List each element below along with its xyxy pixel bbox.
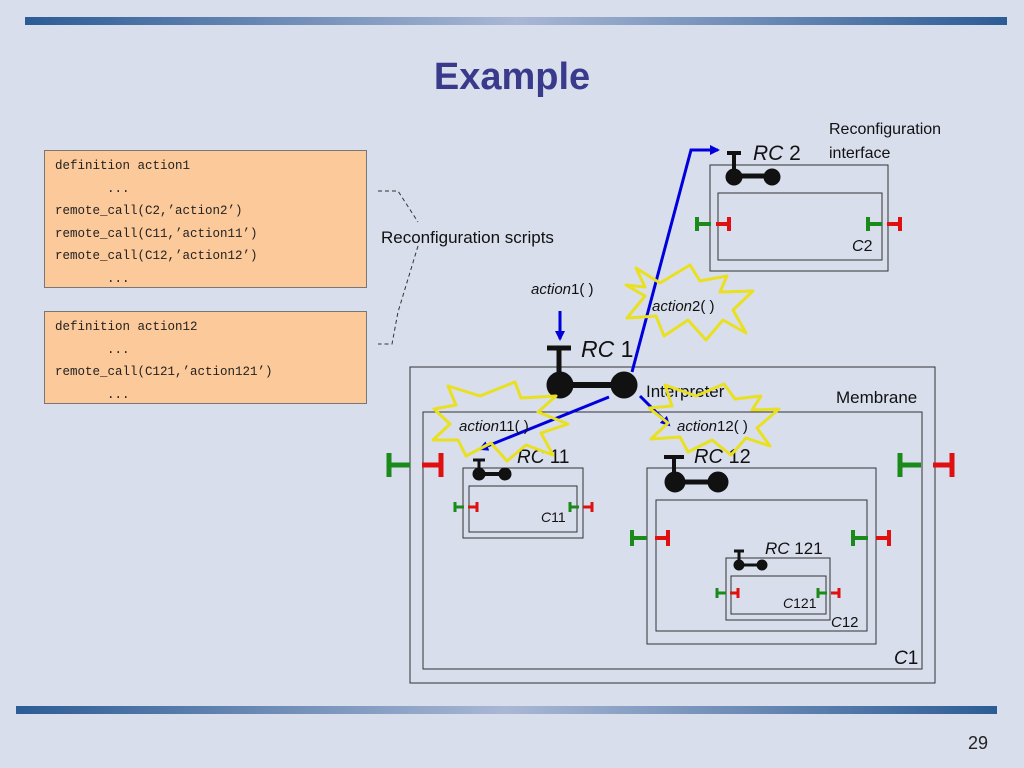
label-rc12: RC 12 bbox=[694, 446, 751, 468]
script-line: ... bbox=[107, 181, 130, 196]
label-c12: C12 bbox=[831, 614, 859, 631]
script-action12: definition action12 ... remote_call(C121… bbox=[44, 311, 367, 404]
component-c121-content bbox=[730, 575, 827, 615]
component-c2-membrane bbox=[709, 164, 889, 272]
burst-action11 bbox=[431, 380, 570, 463]
script-line: remote_call(C121,’action121’) bbox=[55, 365, 273, 379]
component-c11-membrane bbox=[462, 467, 584, 539]
c12-interface-right-icon bbox=[851, 530, 891, 546]
c11-interface-left-icon bbox=[453, 502, 479, 512]
script-action1: definition action1 ... remote_call(C2,’a… bbox=[44, 150, 367, 288]
c121-interface-left-icon bbox=[715, 588, 740, 598]
c1-interface-left-icon bbox=[386, 453, 444, 477]
reconf-interface-label: interface bbox=[829, 145, 890, 162]
c2-interface-left-icon bbox=[695, 217, 731, 231]
burst-action12 bbox=[647, 382, 781, 457]
rc2-controller-icon bbox=[725, 151, 781, 186]
label-c2: C2 bbox=[852, 238, 873, 255]
rc1-controller-icon bbox=[546, 345, 638, 399]
action12-label: action12( ) bbox=[677, 418, 748, 435]
rc121-controller-icon bbox=[733, 549, 768, 571]
rc11-controller-icon bbox=[472, 458, 512, 481]
label-rc2: RC 2 bbox=[753, 142, 801, 165]
label-c11: C11 bbox=[541, 509, 566, 525]
c12-interface-left-icon bbox=[630, 530, 670, 546]
action1-label: action1( ) bbox=[531, 281, 594, 298]
label-c1: C1 bbox=[894, 648, 918, 669]
script-line: ... bbox=[107, 342, 130, 357]
component-c12-content bbox=[655, 499, 868, 632]
component-c1-membrane bbox=[409, 366, 936, 684]
bottom-bar bbox=[16, 706, 997, 714]
component-c12-membrane bbox=[646, 467, 877, 645]
script-line: remote_call(C12,’action12’) bbox=[55, 249, 258, 263]
script-line: definition action1 bbox=[55, 159, 191, 173]
membrane-label: Membrane bbox=[836, 388, 917, 407]
top-bar bbox=[25, 17, 1007, 25]
component-c121-membrane bbox=[725, 557, 831, 621]
action2-label: action2( ) bbox=[652, 298, 715, 315]
burst-action2 bbox=[624, 263, 755, 342]
component-c2-content bbox=[717, 192, 883, 261]
scripts-label: Reconfiguration scripts bbox=[381, 228, 554, 247]
c2-interface-right-icon bbox=[866, 217, 902, 231]
component-c11-content bbox=[468, 485, 578, 533]
rc12-controller-icon bbox=[664, 455, 729, 493]
scripts-brace bbox=[378, 190, 419, 345]
c11-interface-right-icon bbox=[568, 502, 594, 512]
script-line: ... bbox=[107, 387, 130, 402]
script-line: ... bbox=[107, 271, 130, 286]
action11-label: action11( ) bbox=[459, 418, 529, 435]
c1-interface-right-icon bbox=[897, 453, 955, 477]
call-arrow-c11 bbox=[478, 395, 610, 451]
script-line: definition action12 bbox=[55, 320, 198, 334]
page-number: 29 bbox=[967, 733, 988, 753]
script-line: remote_call(C11,’action11’) bbox=[55, 226, 258, 241]
call-arrow-c2 bbox=[630, 145, 720, 373]
reconf-interface-label: Reconfiguration bbox=[829, 121, 941, 138]
component-c1-content bbox=[422, 411, 923, 670]
script-line: remote_call(C2,’action2’) bbox=[55, 204, 243, 218]
c121-interface-right-icon bbox=[816, 588, 841, 598]
label-rc1: RC 1 bbox=[581, 336, 633, 362]
slide-title: Example bbox=[433, 56, 591, 98]
label-c121: C121 bbox=[783, 595, 817, 611]
label-rc121: RC 121 bbox=[765, 539, 823, 558]
